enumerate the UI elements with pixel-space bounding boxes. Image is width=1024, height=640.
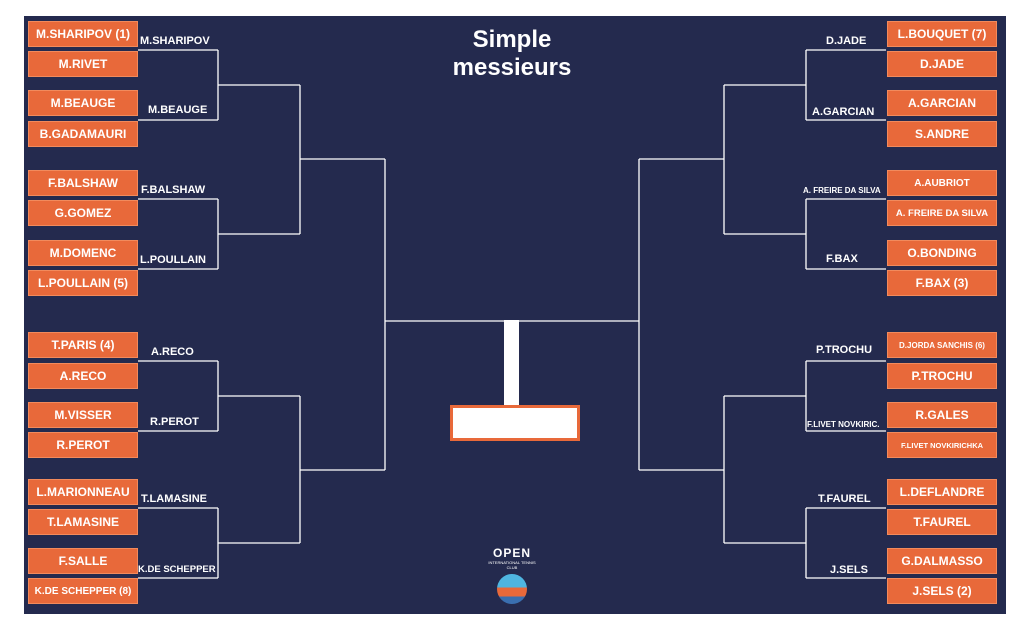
player-box: L.BOUQUET (7) (887, 21, 997, 47)
round2-label: A.GARCIAN (812, 106, 875, 118)
logo-text: OPEN (492, 546, 531, 560)
player-box: P.TROCHU (887, 363, 997, 389)
player-box: T.PARIS (4) (28, 332, 138, 358)
player-box: G.DALMASSO (887, 548, 997, 574)
round2-label: F.BAX (826, 253, 858, 265)
player-box: T.LAMASINE (28, 509, 138, 535)
player-box: F.LIVET NOVKIRICHKA (887, 432, 997, 458)
round2-label: D.JADE (826, 35, 867, 47)
player-box: M.SHARIPOV (1) (28, 21, 138, 47)
player-box: F.BAX (3) (887, 270, 997, 296)
player-box: T.FAUREL (887, 509, 997, 535)
player-box: M.DOMENC (28, 240, 138, 266)
round2-label: T.FAUREL (818, 493, 871, 505)
player-box: F.SALLE (28, 548, 138, 574)
logo-emblem-icon (497, 574, 527, 604)
player-box: K.DE SCHEPPER (8) (28, 578, 138, 604)
player-box: O.BONDING (887, 240, 997, 266)
player-box: A.RECO (28, 363, 138, 389)
player-box: L.POULLAIN (5) (28, 270, 138, 296)
player-box: M.RIVET (28, 51, 138, 77)
player-box: R.GALES (887, 402, 997, 428)
round2-label: P.TROCHU (816, 344, 873, 356)
round2-label: L.POULLAIN (140, 254, 206, 266)
player-box: A.AUBRIOT (887, 170, 997, 196)
round2-label: A.RECO (151, 346, 194, 358)
round2-label: R.PEROT (150, 416, 199, 428)
round2-label: M.BEAUGE (148, 104, 208, 116)
round2-label: F.BALSHAW (141, 184, 206, 196)
player-box: R.PEROT (28, 432, 138, 458)
tournament-logo: OPEN INTERNATIONAL TENNIS CLUB (486, 546, 538, 604)
title-line-2: messieurs (452, 54, 572, 81)
player-box: S.ANDRE (887, 121, 997, 147)
final-post (504, 320, 519, 406)
player-box: F.BALSHAW (28, 170, 138, 196)
round2-label: K.DE SCHEPPER (138, 564, 216, 575)
round2-label: M.SHARIPOV (140, 35, 210, 47)
round2-label: F.LIVET NOVKIRIC. (807, 420, 880, 429)
round2-label: J.SELS (830, 564, 868, 576)
player-box: D.JADE (887, 51, 997, 77)
player-box: A.GARCIAN (887, 90, 997, 116)
page-title: Simple messieurs (420, 26, 604, 82)
player-box: L.DEFLANDRE (887, 479, 997, 505)
title-line-1: Simple (472, 26, 552, 53)
player-box: M.VISSER (28, 402, 138, 428)
winner-box (450, 405, 580, 441)
logo-subtext: INTERNATIONAL TENNIS CLUB (488, 560, 536, 570)
player-box: L.MARIONNEAU (28, 479, 138, 505)
player-box: B.GADAMAURI (28, 121, 138, 147)
player-box: M.BEAUGE (28, 90, 138, 116)
round2-label: T.LAMASINE (141, 493, 207, 505)
round2-label: A. FREIRE DA SILVA (803, 186, 881, 195)
player-box: G.GOMEZ (28, 200, 138, 226)
player-box: A. FREIRE DA SILVA (887, 200, 997, 226)
player-box: J.SELS (2) (887, 578, 997, 604)
player-box: D.JORDA SANCHIS (6) (887, 332, 997, 358)
